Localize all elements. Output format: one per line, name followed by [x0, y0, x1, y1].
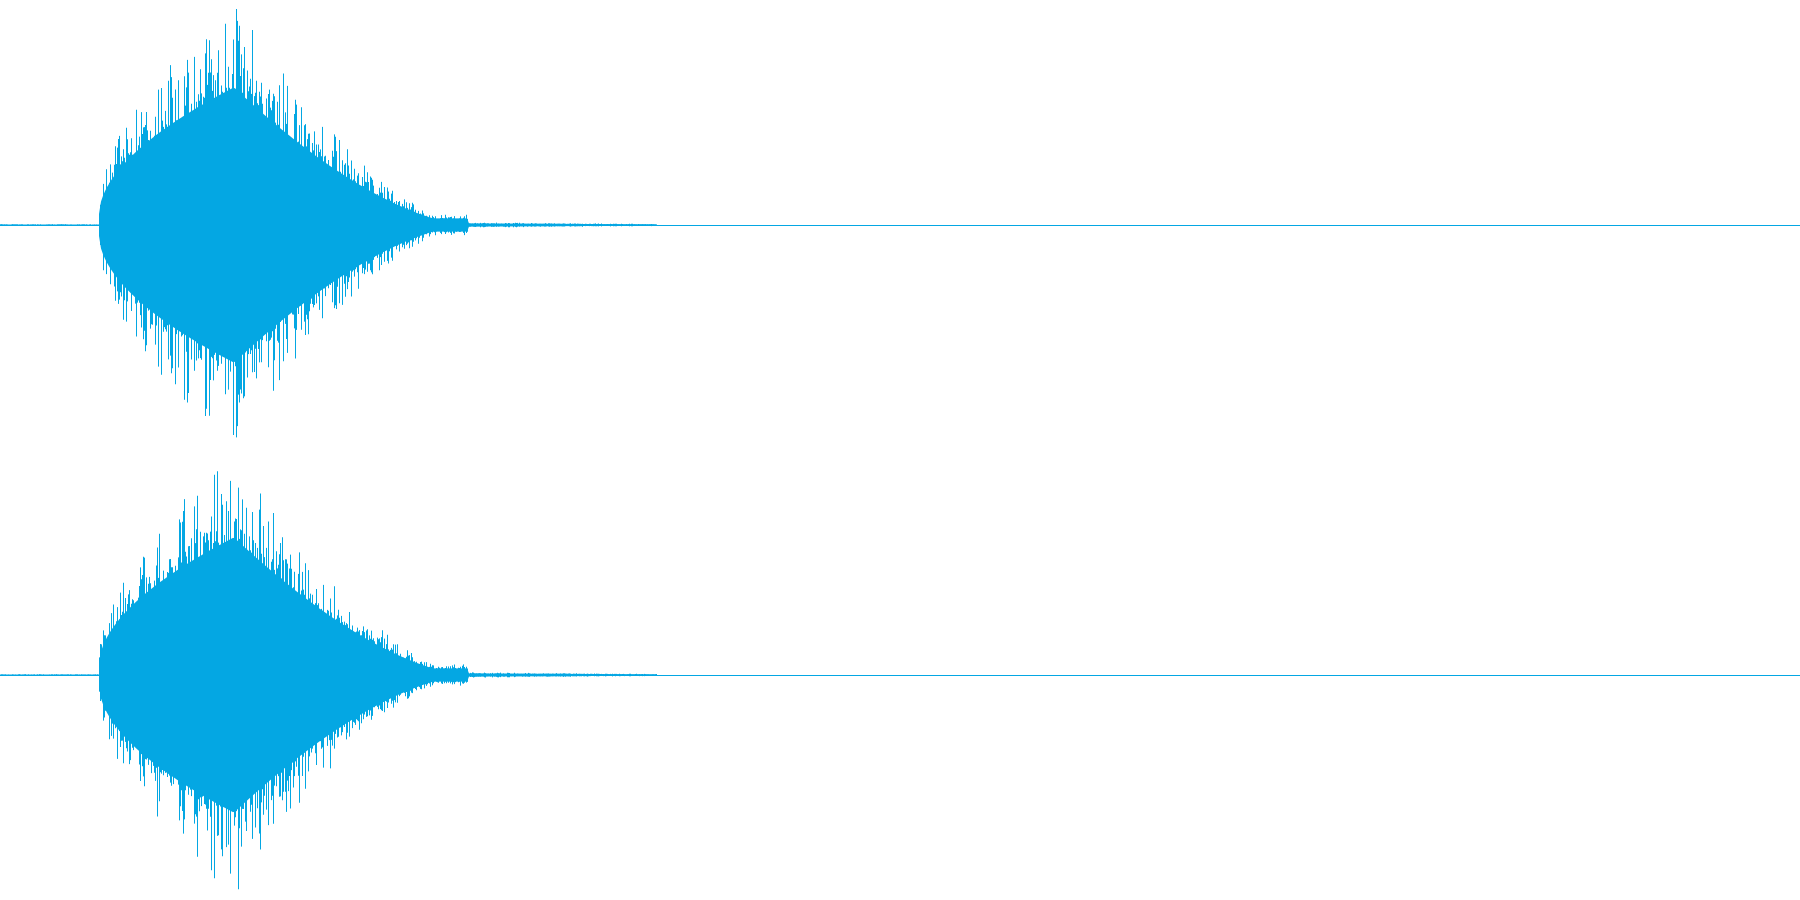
- waveform-core: [99, 87, 657, 363]
- channel-left-track[interactable]: [0, 9, 1800, 438]
- waveform-core: [99, 537, 657, 813]
- channel-right-track[interactable]: [0, 471, 1800, 890]
